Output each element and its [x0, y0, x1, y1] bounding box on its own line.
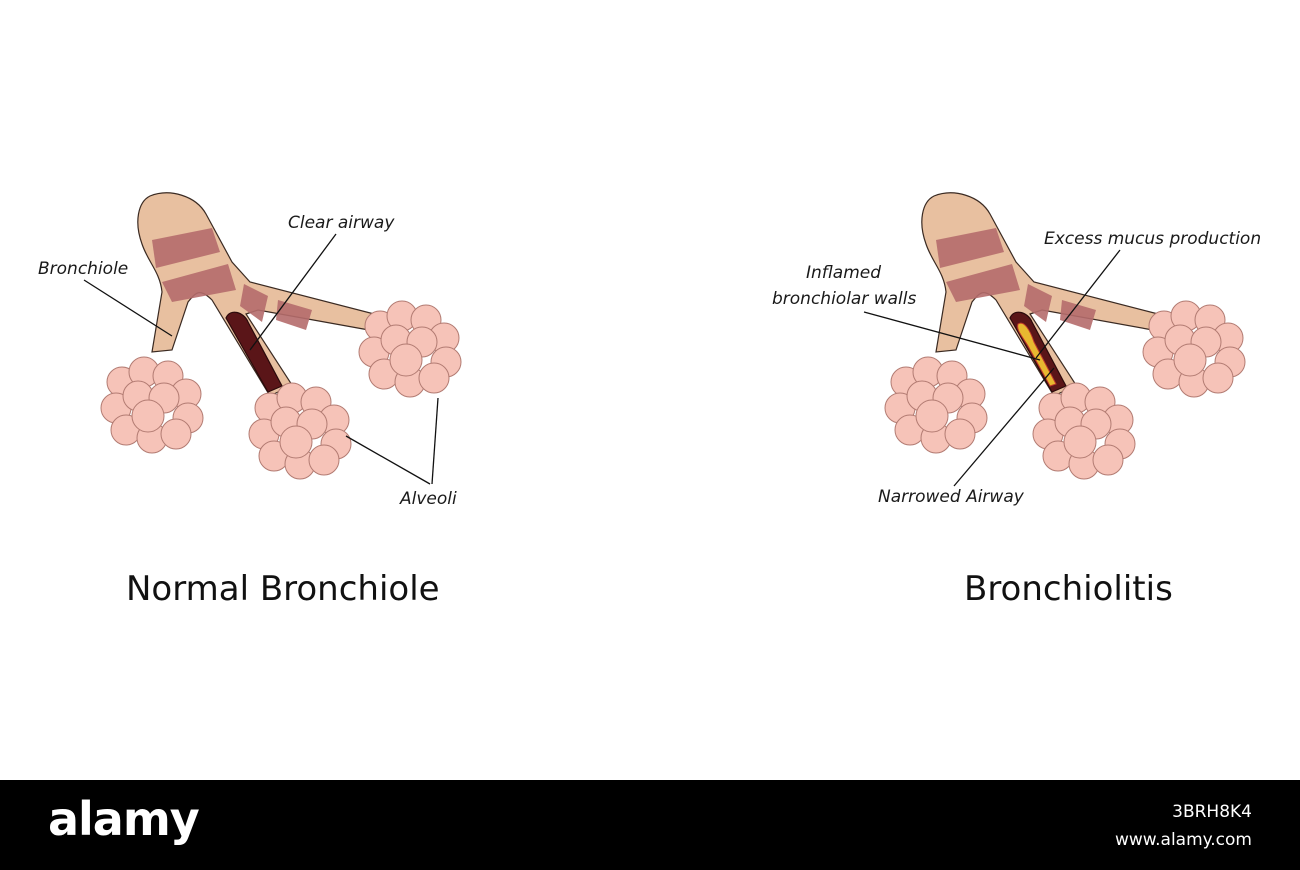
excess-mucus-label: Excess mucus production — [1044, 229, 1261, 249]
clear-airway-label: Clear airway — [288, 213, 395, 233]
site-url: www.alamy.com — [1114, 830, 1252, 850]
alamy-logo: alamy — [48, 792, 200, 846]
normal-alveoli-cluster-left — [100, 356, 204, 454]
alveoli-label: Alveoli — [399, 489, 457, 509]
bronchiolitis-title: Bronchiolitis — [964, 569, 1173, 609]
mucus-layer — [1017, 322, 1057, 387]
excess-mucus-leader — [1035, 249, 1121, 359]
normal-alveoli-cluster-right — [358, 300, 462, 398]
narrowed-airway-label: Narrowed Airway — [878, 487, 1025, 507]
narrowed-airway-leader — [953, 367, 1055, 487]
disease-alveoli-cluster-left — [884, 356, 988, 454]
inflamed-walls-label-line1: Inflamed — [806, 263, 881, 283]
inflamed-walls-leader — [863, 311, 1041, 361]
normal-alveoli-cluster-center — [248, 382, 352, 480]
bronchiole-comparison-diagram: Bronchiole Clear airway Alveoli Normal B… — [38, 192, 1261, 609]
disease-alveoli-cluster-center — [1032, 382, 1136, 480]
image-id: 3BRH8K4 — [1172, 802, 1252, 822]
normal-bronchiole-illustration — [100, 192, 462, 480]
bronchiolitis-illustration — [884, 192, 1246, 480]
disease-alveoli-cluster-right — [1142, 300, 1246, 398]
inflamed-walls-label-line2: bronchiolar walls — [772, 289, 917, 309]
alveoli-leader-1 — [345, 435, 431, 485]
bronchiole-label: Bronchiole — [38, 259, 128, 279]
clear-airway-leader — [249, 233, 337, 351]
normal-airway-lumen — [225, 311, 283, 393]
normal-bronchiole-title: Normal Bronchiole — [126, 569, 440, 609]
alveoli-leader-2 — [431, 397, 439, 485]
bronchiole-leader — [83, 279, 173, 337]
watermark-footer: alamy 3BRH8K4 www.alamy.com — [0, 780, 1300, 870]
